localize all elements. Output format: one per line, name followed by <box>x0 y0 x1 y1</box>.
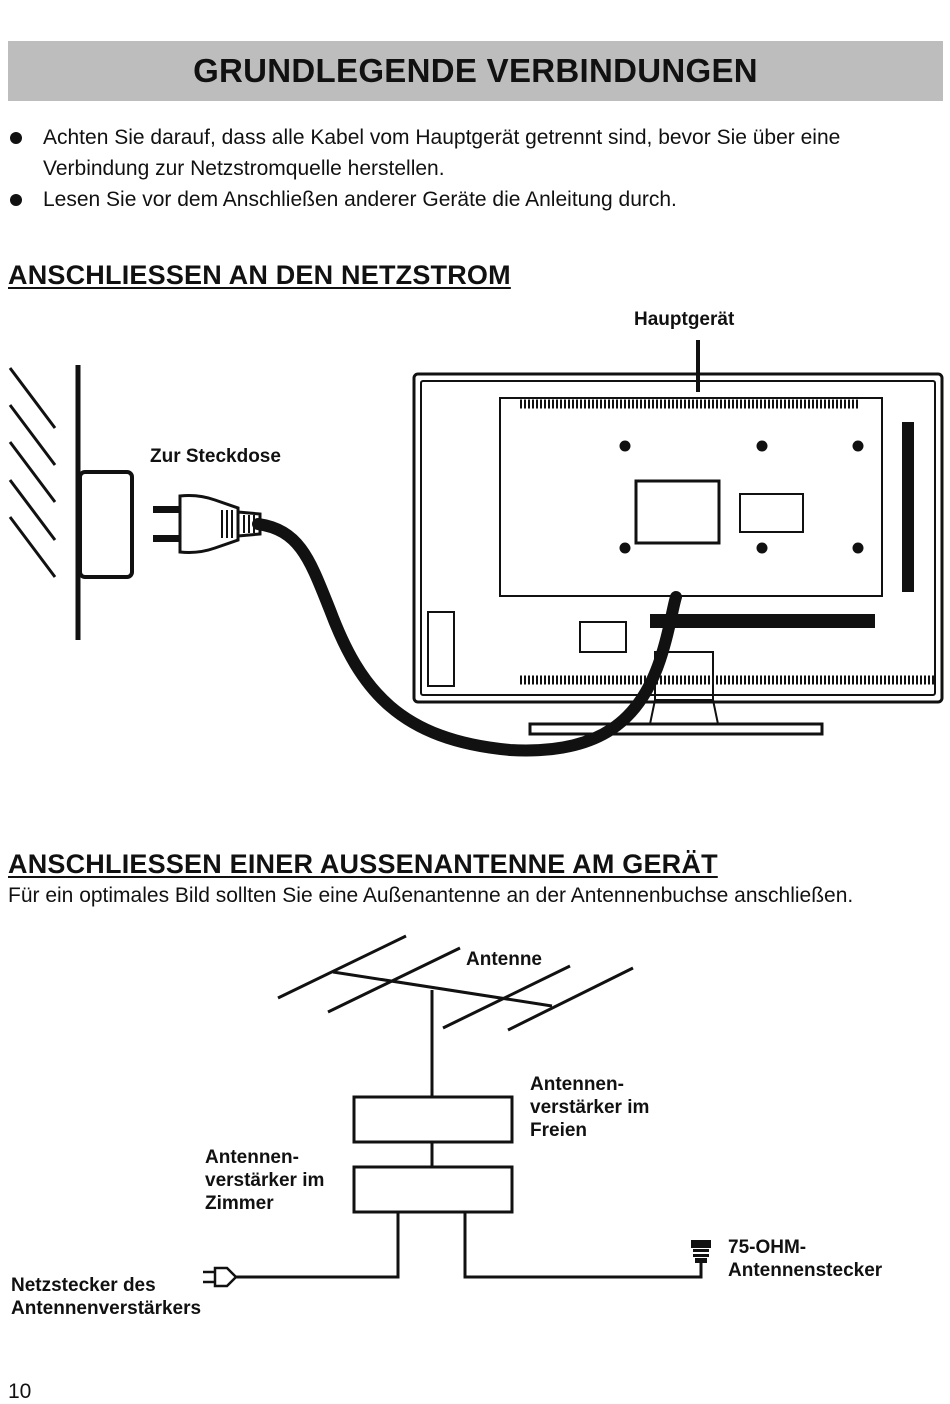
antenna-connection-diagram <box>203 934 711 1288</box>
tv-back-icon <box>412 340 944 736</box>
antenna-icon <box>277 934 634 1097</box>
page-number: 10 <box>8 1380 32 1403</box>
wall-socket <box>78 470 134 579</box>
indoor-amplifier-box <box>352 1165 514 1214</box>
main-unit-label: Hauptgerät <box>634 309 735 330</box>
bullet-item: Achten Sie darauf, dass alle Kabel vom H… <box>8 122 938 184</box>
antenna-label: Antenne <box>466 949 542 970</box>
title-bar: GRUNDLEGENDE VERBINDUNGEN <box>8 41 943 101</box>
bullet-item: Lesen Sie vor dem Anschließen anderer Ge… <box>8 184 938 215</box>
socket-label: Zur Steckdose <box>150 446 281 467</box>
indoor-amp-label: Antennen- verstärker im Zimmer <box>205 1147 325 1214</box>
antenna-section-heading: ANSCHLIESSEN EINER AUSSENANTENNE AM GERÄ… <box>8 849 718 879</box>
page-title: GRUNDLEGENDE VERBINDUNGEN <box>193 52 758 89</box>
connector-label: 75-OHM- Antennenstecker <box>728 1237 883 1281</box>
coax-connector-icon <box>691 1240 711 1263</box>
bullet-text: Lesen Sie vor dem Anschließen anderer Ge… <box>43 188 677 211</box>
wall-hatching <box>8 367 57 578</box>
plug-label: Netzstecker des Antennenverstärkers <box>11 1275 202 1319</box>
plug-cable <box>236 1212 400 1279</box>
plug-icon <box>203 1266 238 1288</box>
power-cable <box>252 518 682 757</box>
bullet-text: Achten Sie darauf, dass alle Kabel vom H… <box>43 126 841 180</box>
antenna-intro: Für ein optimales Bild sollten Sie eine … <box>8 884 854 907</box>
power-connection-diagram <box>8 340 944 757</box>
outdoor-amplifier-box <box>352 1095 514 1144</box>
bullet-list: Achten Sie darauf, dass alle Kabel vom H… <box>8 122 938 215</box>
bullet-dot <box>10 194 22 206</box>
connector-cable <box>463 1212 703 1279</box>
bullet-dot <box>10 132 22 144</box>
power-plug-icon <box>153 494 262 554</box>
power-section-heading: ANSCHLIESSEN AN DEN NETZSTROM <box>8 260 511 290</box>
outdoor-amp-label: Antennen- verstärker im Freien <box>530 1074 650 1141</box>
